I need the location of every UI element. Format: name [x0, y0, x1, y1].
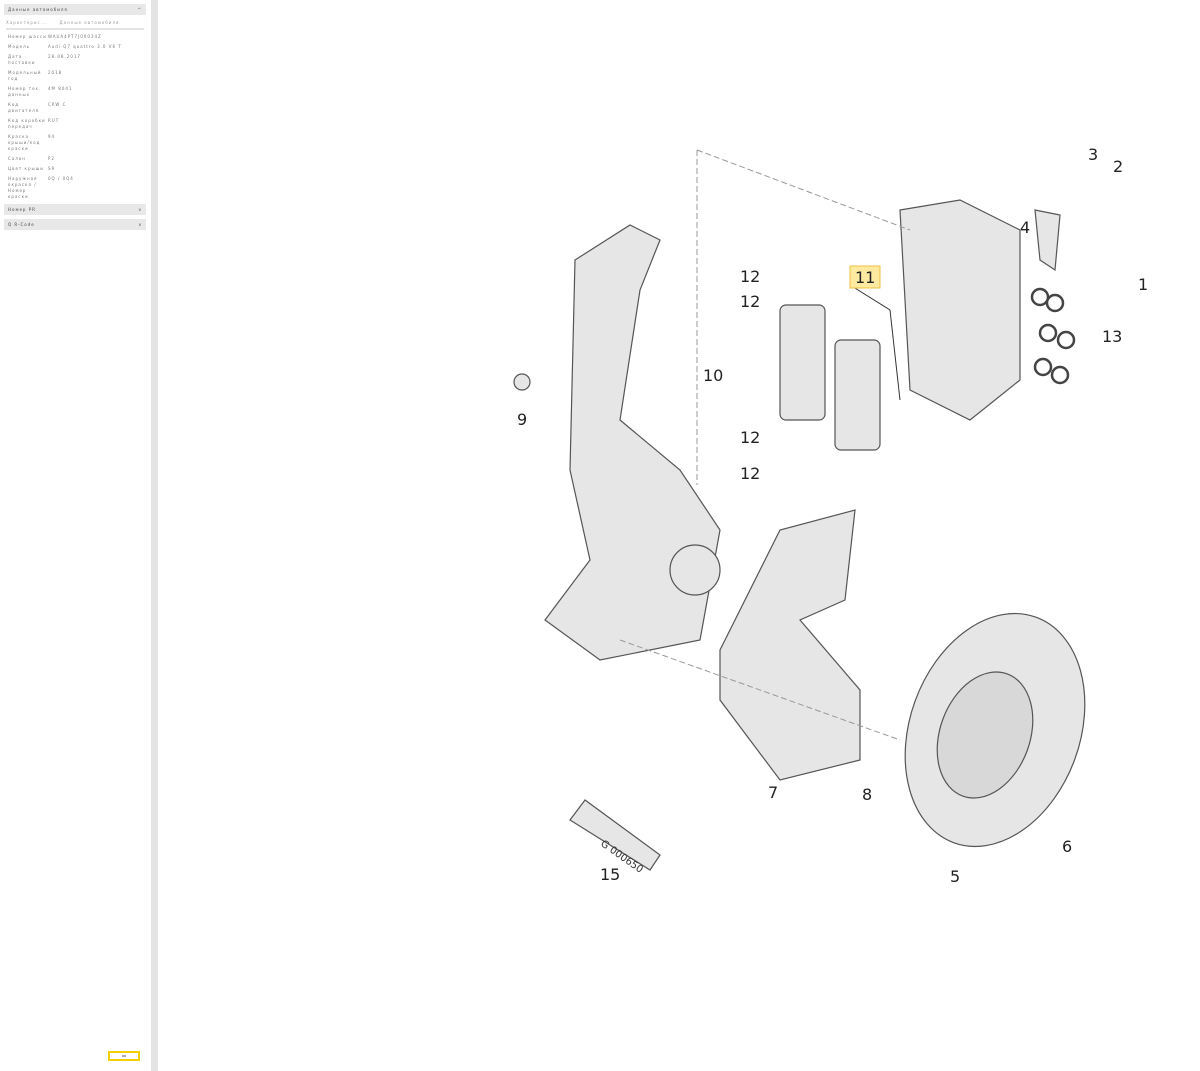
row-value: P2 — [48, 156, 55, 161]
callout: 12 — [740, 267, 760, 286]
section-title: Номер PR — [8, 207, 36, 212]
scrollbar[interactable] — [151, 0, 158, 1071]
vehicle-data-row: Цвет крыши S9 — [8, 166, 142, 172]
row-label: Наружная окраска / Номер краски — [8, 176, 38, 199]
chevron-down-icon: v — [138, 207, 142, 212]
hub — [669, 544, 721, 596]
callout: 3 — [1088, 145, 1098, 164]
brake-pad-outer — [779, 304, 826, 421]
section-title: Q R-Code — [8, 222, 35, 227]
callout: 4 — [1020, 218, 1030, 237]
row-value: 2018 — [48, 70, 63, 75]
accordion-pr-number[interactable]: Номер PR v — [4, 204, 146, 215]
accordion-qr-code[interactable]: Q R-Code v — [4, 219, 146, 230]
callout: 8 — [862, 785, 872, 804]
section-title: Данные автомобиля — [8, 7, 68, 12]
row-value: S9 — [48, 166, 56, 171]
vehicle-data-row: Наружная окраска / Номер краски 0Q / 0Q4 — [8, 176, 142, 200]
callout: 5 — [950, 867, 960, 886]
row-label: Номер тех. данных — [8, 86, 42, 97]
callout: 9 — [517, 410, 527, 429]
callout: 1 — [1138, 275, 1148, 294]
steering-knuckle — [544, 224, 721, 661]
callout-11-highlight — [849, 265, 881, 289]
accordion-vehicle-data[interactable]: Данные автомобиля ^ — [4, 4, 146, 15]
row-label: Краска крыши/код краски — [8, 134, 41, 151]
row-value: RUT — [48, 118, 60, 123]
row-label: Модельный год — [8, 70, 42, 81]
vehicle-data-row: Краска крыши/код краски 94 — [8, 134, 142, 152]
row-value: Audi Q7 quattro 3.0 V6 T — [48, 44, 122, 49]
callout: 12 — [740, 464, 760, 483]
vehicle-data-row: Модельный год 2018 — [8, 70, 142, 82]
callout: 10 — [703, 366, 723, 385]
row-label: Модель — [8, 44, 31, 49]
callout: 7 — [768, 783, 778, 802]
row-label: Дата поставки — [8, 54, 36, 65]
row-label: Код двигателя — [8, 102, 40, 113]
row-label: Код коробки передач — [8, 118, 46, 129]
chevron-up-icon: ^ — [137, 7, 142, 12]
row-label: Номер шасси — [8, 34, 47, 39]
caliper — [899, 199, 1021, 421]
brake-pad-inner — [834, 339, 881, 451]
ok-button[interactable]: OK — [108, 1051, 140, 1061]
tab-characteristics[interactable]: Характерис... — [6, 20, 48, 25]
row-value: 94 — [48, 134, 56, 139]
tab-vehicle-data[interactable]: Данные автомобиля — [59, 20, 120, 25]
callout: 12 — [740, 428, 760, 447]
callout: 15 — [600, 865, 620, 884]
callout: 12 — [740, 292, 760, 311]
parts-diagram: G 000650 1 2 3 4 5 6 7 8 9 10 11 12 12 1… — [513, 145, 1148, 886]
vehicle-data-row: Номер тех. данных 4M 8041 — [8, 86, 142, 98]
row-label: Цвет крыши — [8, 166, 44, 171]
vehicle-data-row: Модель Audi Q7 quattro 3.0 V6 T — [8, 44, 142, 50]
callout: 6 — [1062, 837, 1072, 856]
row-value: 28.08.2017 — [48, 54, 81, 59]
callout: 11 — [855, 268, 875, 287]
vehicle-data-row: Салон P2 — [8, 156, 142, 162]
callout: 2 — [1113, 157, 1123, 176]
callout: 13 — [1102, 327, 1122, 346]
vehicle-data-sidebar: Данные автомобиля ^ Характерис... Данные а… — [0, 0, 150, 1071]
row-value: 4M 8041 — [48, 86, 73, 91]
row-label: Салон — [8, 156, 26, 161]
splash-shield — [719, 509, 861, 781]
chevron-down-icon: v — [138, 222, 142, 227]
row-value: 0Q / 0Q4 — [48, 176, 74, 181]
vehicle-data-row: Дата поставки 28.08.2017 — [8, 54, 142, 66]
grease-tube — [569, 799, 661, 871]
row-value: CRW C — [48, 102, 67, 107]
vehicle-data-row: Код двигателя CRW C — [8, 102, 142, 114]
row-value: WAUA4PT7J00034Z — [48, 34, 102, 39]
